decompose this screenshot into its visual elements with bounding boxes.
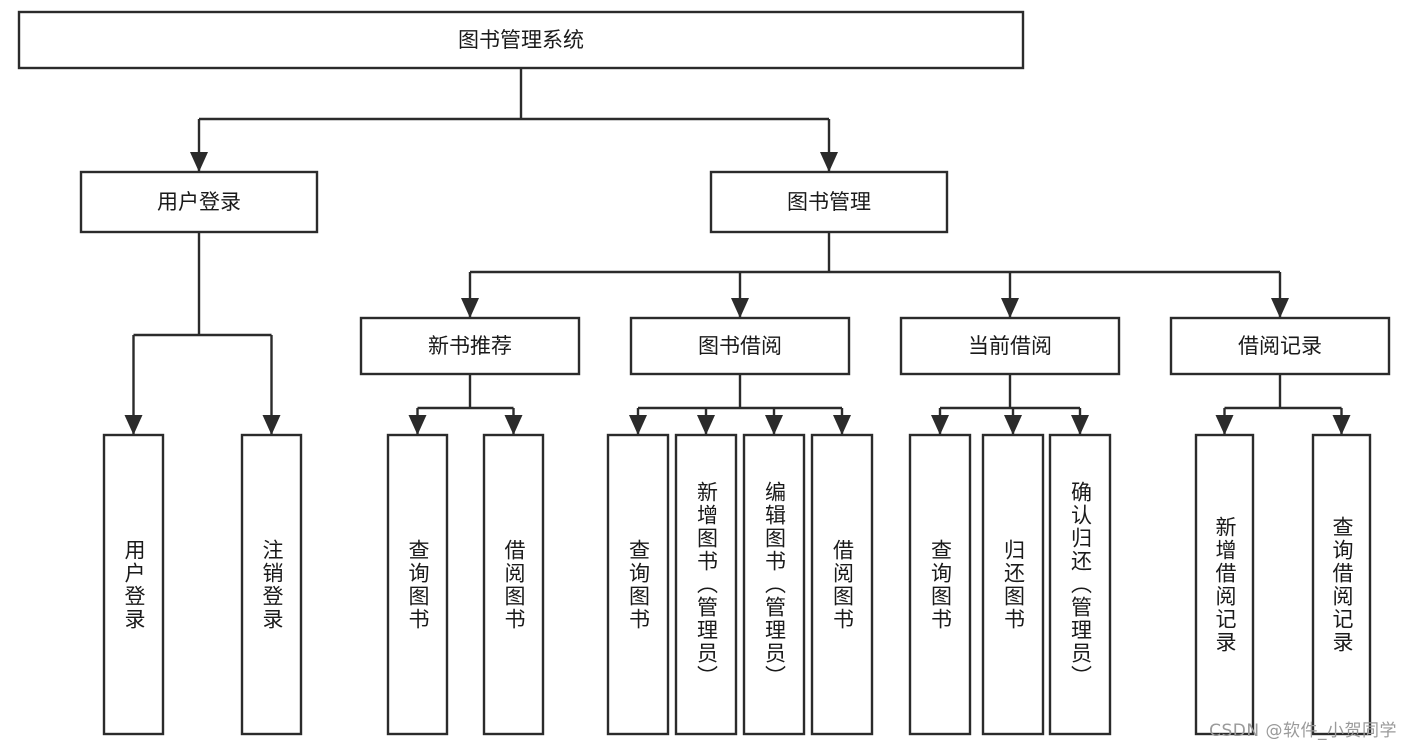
node-box-leaf-borrow-book[interactable] — [810, 433, 874, 736]
node-box-root[interactable] — [17, 10, 1025, 70]
node-box-borrow-record[interactable] — [1169, 316, 1391, 376]
arrow-head-icon-leaf-edit-book-admin — [765, 415, 783, 435]
node-box-leaf-return-book[interactable] — [981, 433, 1045, 736]
arrow-head-icon-leaf-borrow-book-recommend — [504, 415, 523, 435]
node-box-user-login-module[interactable] — [79, 170, 319, 234]
arrow-head-icon-leaf-query-book-current — [931, 415, 949, 435]
arrow-head-icon-leaf-user-logout — [262, 415, 281, 435]
arrow-head-icon-book-management-module — [820, 152, 838, 172]
arrow-head-icon-leaf-return-book — [1004, 415, 1022, 435]
arrow-head-icon-book-borrow — [731, 298, 749, 318]
arrow-head-icon-borrow-record — [1271, 298, 1289, 318]
node-label-book-borrow: 图书借阅 — [698, 334, 782, 358]
node-box-leaf-query-book-borrow[interactable] — [606, 433, 670, 736]
arrow-head-icon-new-book-recommend — [461, 298, 479, 318]
node-box-leaf-borrow-book-recommend[interactable] — [482, 433, 545, 736]
node-label-current-borrow: 当前借阅 — [968, 334, 1052, 358]
boxes-layer — [17, 10, 1391, 736]
arrow-head-icon-leaf-borrow-book — [833, 415, 851, 435]
arrow-head-icon-current-borrow — [1001, 298, 1019, 318]
node-box-book-borrow[interactable] — [629, 316, 851, 376]
arrow-head-icon-leaf-query-book-recommend — [408, 415, 427, 435]
node-box-leaf-edit-book-admin[interactable] — [742, 433, 806, 736]
node-box-leaf-query-book-recommend[interactable] — [386, 433, 449, 736]
connectors-layer — [124, 68, 1351, 435]
node-box-leaf-query-borrow-record[interactable] — [1311, 433, 1372, 736]
arrow-head-icon-leaf-add-borrow-record — [1215, 415, 1234, 435]
node-box-leaf-user-logout[interactable] — [240, 433, 303, 736]
node-box-new-book-recommend[interactable] — [359, 316, 581, 376]
arrow-head-icon-leaf-confirm-return-admin — [1071, 415, 1089, 435]
node-label-borrow-record: 借阅记录 — [1238, 334, 1322, 358]
node-label-new-book-recommend: 新书推荐 — [428, 334, 512, 358]
node-box-leaf-add-book-admin[interactable] — [674, 433, 738, 736]
arrow-head-icon-leaf-query-borrow-record — [1332, 415, 1351, 435]
node-box-leaf-query-book-current[interactable] — [908, 433, 972, 736]
node-box-leaf-confirm-return-admin[interactable] — [1048, 433, 1112, 736]
csdn-watermark: CSDN @软件_小贺同学 — [1209, 721, 1397, 741]
arrow-head-icon-leaf-add-book-admin — [697, 415, 715, 435]
arrow-head-icon-leaf-user-login — [124, 415, 143, 435]
arrow-head-icon-leaf-query-book-borrow — [629, 415, 647, 435]
node-box-leaf-user-login[interactable] — [102, 433, 165, 736]
node-label-user-login-module: 用户登录 — [157, 190, 241, 214]
node-box-book-management-module[interactable] — [709, 170, 949, 234]
arrow-head-icon-user-login-module — [190, 152, 208, 172]
node-box-leaf-add-borrow-record[interactable] — [1194, 433, 1255, 736]
node-label-book-management-module: 图书管理 — [787, 190, 871, 214]
node-label-root: 图书管理系统 — [458, 28, 584, 52]
node-box-current-borrow[interactable] — [899, 316, 1121, 376]
